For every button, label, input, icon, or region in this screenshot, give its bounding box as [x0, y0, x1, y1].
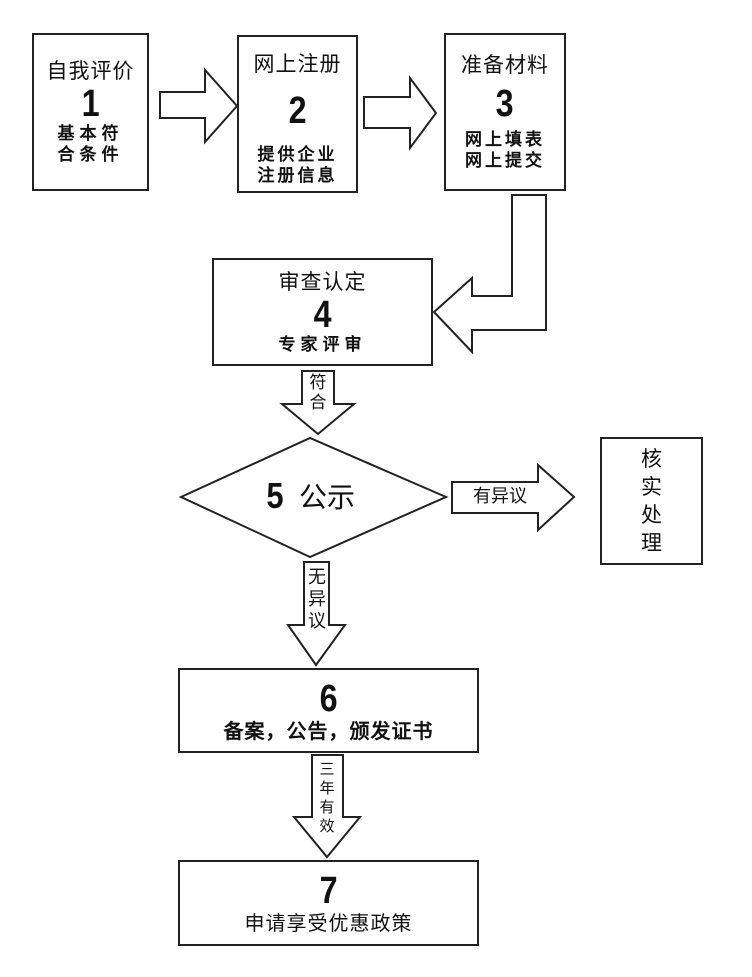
arrow-label-objection: 有异议: [473, 486, 527, 507]
decision-diamond-publicity: [178, 436, 449, 559]
arrow-step3-to-step4: [432, 194, 547, 355]
step-3-number: 3: [496, 83, 514, 125]
step-4-title: 审查认定: [278, 269, 367, 294]
step-2-box: 网上注册 2 提供企业 注册信息: [237, 35, 358, 193]
step-2-line2: 注册信息: [257, 166, 338, 186]
arrow-step5-to-verify: [451, 462, 576, 533]
step-4-number: 4: [313, 293, 332, 336]
arrow-step6-to-step7: [291, 754, 363, 859]
verify-title: 核实处理: [641, 447, 662, 555]
step-7-line1: 申请享受优惠政策: [244, 911, 413, 935]
step-1-title: 自我评价: [46, 59, 135, 83]
arrow-step4-to-step5: [279, 370, 357, 436]
step-5-number: 5: [266, 475, 284, 516]
arrow-step1-to-step2: [159, 67, 239, 145]
step-1-line1: 基本符: [57, 124, 124, 144]
step-1-line2: 合条件: [57, 145, 124, 165]
step-6-box: 6 备案，公告，颁发证书: [178, 668, 479, 753]
arrow-label-no-objection: 无异议: [308, 567, 326, 632]
step-4-box: 审查认定 4 专家评审: [212, 258, 433, 366]
verify-box: 核实处理: [600, 437, 703, 565]
step-3-box: 准备材料 3 网上填表 网上提交: [444, 33, 566, 191]
arrow-step5-to-step6: [286, 561, 347, 667]
step-2-number: 2: [288, 90, 307, 132]
arrow-label-conform: 符合: [309, 373, 327, 413]
step-3-title: 准备材料: [461, 53, 549, 77]
step-6-line1: 备案，公告，颁发证书: [223, 718, 434, 743]
arrow-label-valid-three-years: 三年有效: [319, 760, 335, 835]
arrow-step2-to-step3: [363, 74, 438, 152]
step-5-label: 5 公示: [265, 475, 356, 517]
step-2-line1: 提供企业: [257, 145, 338, 165]
step-1-number: 1: [81, 83, 100, 125]
step-4-line1: 专家评审: [278, 334, 367, 355]
step-3-line2: 网上提交: [465, 151, 545, 171]
step-2-title: 网上注册: [253, 52, 342, 76]
step-5-title: 公示: [299, 481, 356, 514]
step-3-line1: 网上填表: [465, 130, 545, 150]
step-7-box: 7 申请享受优惠政策: [178, 860, 479, 946]
step-6-number: 6: [319, 677, 338, 720]
step-1-box: 自我评价 1 基本符 合条件: [32, 33, 149, 191]
step-7-number: 7: [319, 870, 338, 912]
